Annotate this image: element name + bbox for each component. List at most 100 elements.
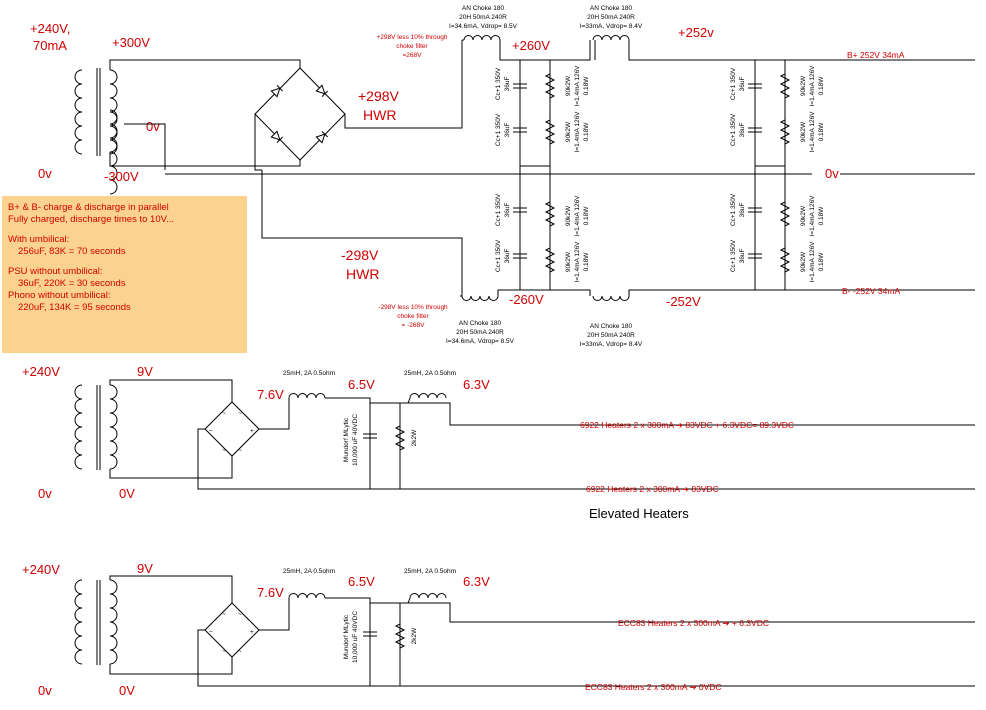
filter-bank-1 [512, 60, 555, 290]
elevated-heaters-title: Elevated Heaters [589, 506, 689, 521]
res-a4 [545, 241, 555, 279]
heater1-out-top: 6922 Heaters 2 x 300mA ➔ 83VDC + 6.3VDC=… [580, 420, 794, 430]
choke2-top-line3: I=33mA, Vdrop= 8.4V [580, 23, 643, 30]
note-line-1: B+ & B- charge & discharge in parallel [8, 202, 169, 213]
choke-note-top-1: +298V less 10% through [376, 34, 447, 41]
note-line-7: Phono without umbilical: [8, 290, 111, 301]
res-label-a1-2: I=1.4mA 126V [574, 65, 581, 107]
cap-label-a1-2: 36uF [504, 77, 511, 92]
res-label-b3-3: 0.18W [818, 206, 825, 226]
res-a2 [545, 113, 555, 151]
choke1-top-line3: I=34.6mA, Vdrop= 8.5V [449, 23, 518, 30]
heater1-choke-a [288, 393, 326, 399]
choke-2-bot [592, 295, 630, 301]
hv-primary-zero: 0v [38, 166, 52, 181]
res-b1 [780, 67, 790, 105]
heater2-bridge-tr: ~ [238, 611, 242, 618]
hv-transformer [74, 68, 118, 195]
choke2-bot-line1: AN Choke 180 [590, 323, 633, 330]
heater2-bridge-bl: ~ [222, 648, 226, 655]
hv-primary-current: 70mA [33, 38, 67, 53]
cap-label-b2-2: 36uF [739, 123, 746, 138]
cap-label-b3-2: 36uF [739, 203, 746, 218]
res-label-a2-3: 0.18W [583, 122, 590, 142]
hwr-pos-voltage: +298V [358, 88, 400, 104]
heater1-primary-v: +240V [22, 364, 60, 379]
res-label-b3-2: I=1.4mA 126V [809, 195, 816, 237]
res-label-a2-2: I=1.4mA 126V [574, 111, 581, 153]
heater2-choke-b-label: 25mH, 2A 0.5ohm [404, 568, 456, 575]
cap-label-a2-2: 36uF [504, 123, 511, 138]
cap-label-b4-1: Cc+1 350V [730, 239, 737, 272]
negative-rail [460, 289, 975, 301]
heater2-res [395, 617, 405, 655]
cap-label-b3-1: Cc+1 350V [730, 193, 737, 226]
res-label-a3-2: I=1.4mA 126V [574, 195, 581, 237]
heater1-primary [74, 384, 83, 470]
res-label-a3-3: 0.18W [583, 206, 590, 226]
res-label-a3-1: 90k2W [565, 205, 572, 226]
filter-bank-2 [747, 60, 790, 290]
note-line-8: 220uF, 134K = 95 seconds [18, 302, 131, 313]
res-label-b2-3: 0.18W [818, 122, 825, 142]
heater1-res [395, 419, 405, 457]
heater2-secondary [109, 579, 118, 665]
choke1-top-line2: 20H 50mA 240R [459, 14, 507, 21]
heater1-choke-b [409, 393, 447, 399]
heater1-transformer [74, 384, 118, 470]
v-pos-260: +260V [512, 38, 550, 53]
heater1-cap-label-1: Mundorf MLytic [343, 417, 350, 462]
res-label-a1-1: 90k2W [565, 75, 572, 96]
heater1-cap-label: Mundorf MLytic 10,000 uF 40VDC [343, 414, 359, 466]
bridge-diodes [270, 84, 329, 144]
res-label-b1-3: 0.18W [818, 76, 825, 96]
positive-rail [462, 35, 975, 61]
heater1-wiring [109, 379, 975, 490]
choke-2-top [592, 35, 630, 41]
res-label-b1-1: 90k2W [800, 75, 807, 96]
hv-secondary-mid: 0v [146, 119, 160, 134]
hv-primary-voltage: +240V, [30, 21, 70, 36]
heater2-secondary-v: 9V [137, 561, 153, 576]
cap-label-a3-1: Cc+1 350V [495, 193, 502, 226]
heater2-cap-label: Mundorf MLytic 10,000 uF 40VDC [343, 611, 359, 663]
cap-label-b1-1: Cc+1 350V [730, 67, 737, 100]
heater1-res-label-1: 2k2W [411, 429, 418, 446]
heater2-choke-a-label: 25mH, 2A 0.5ohm [283, 568, 335, 575]
heater1-secondary-v: 9V [137, 364, 153, 379]
cap-label-a4-1: Cc+1 350V [495, 239, 502, 272]
heater1-bridge-br: ~ [238, 447, 242, 454]
res-label-b2-1: 90k2W [800, 121, 807, 142]
choke-1-bot [461, 295, 499, 301]
choke-note-top-3: =268V [403, 52, 423, 59]
cap-label-a3-2: 36uF [504, 203, 511, 218]
v-neg-260: -260V [509, 292, 544, 307]
choke2-top-line2: 20H 50mA 240R [587, 14, 635, 21]
heater1-v-mid: 6.5V [348, 377, 375, 392]
note-line-3: With umbilical: [8, 234, 70, 245]
heater2-v-rect: 7.6V [257, 585, 284, 600]
heater2-transformer [74, 579, 118, 665]
hv-secondary-bot: -300V [104, 169, 139, 184]
res-label-b1-2: I=1.4mA 126V [809, 65, 816, 107]
hwr-neg-voltage: -298V [341, 247, 379, 263]
heater1-cap-label-2: 10,000 uF 40VDC [352, 414, 359, 466]
cap-label-b2-1: Cc+1 350V [730, 113, 737, 146]
hv-secondary-top: +300V [112, 35, 150, 50]
choke-note-bot-2: choke filter [397, 313, 429, 320]
res-label-b4-2: I=1.4mA 126V [809, 241, 816, 283]
heater2-bridge-minus: − [209, 629, 213, 636]
heater2-out-bot: ECC83 Heaters 2 x 300mA ➔ 0VDC [585, 682, 722, 692]
hwr-pos-label: HWR [363, 107, 396, 123]
heater2-primary [74, 579, 83, 665]
choke2-bot-line3: I=33mA, Vdrop= 8.4V [580, 341, 643, 348]
cap-label-b4-2: 36uF [739, 249, 746, 264]
res-label-b2-2: I=1.4mA 126V [809, 111, 816, 153]
v-neg-252: -252V [666, 294, 701, 309]
heater2-res-label-1: 2k2W [411, 627, 418, 644]
res-label-a2-1: 90k2W [565, 121, 572, 142]
choke-note-top-2: choke filter [396, 43, 428, 50]
heater1-bridge-symbols: ~ ~ ~ ~ − + [209, 410, 254, 454]
heater2-bridge-br: ~ [238, 648, 242, 655]
heater1-secondary-zero: 0V [119, 486, 135, 501]
